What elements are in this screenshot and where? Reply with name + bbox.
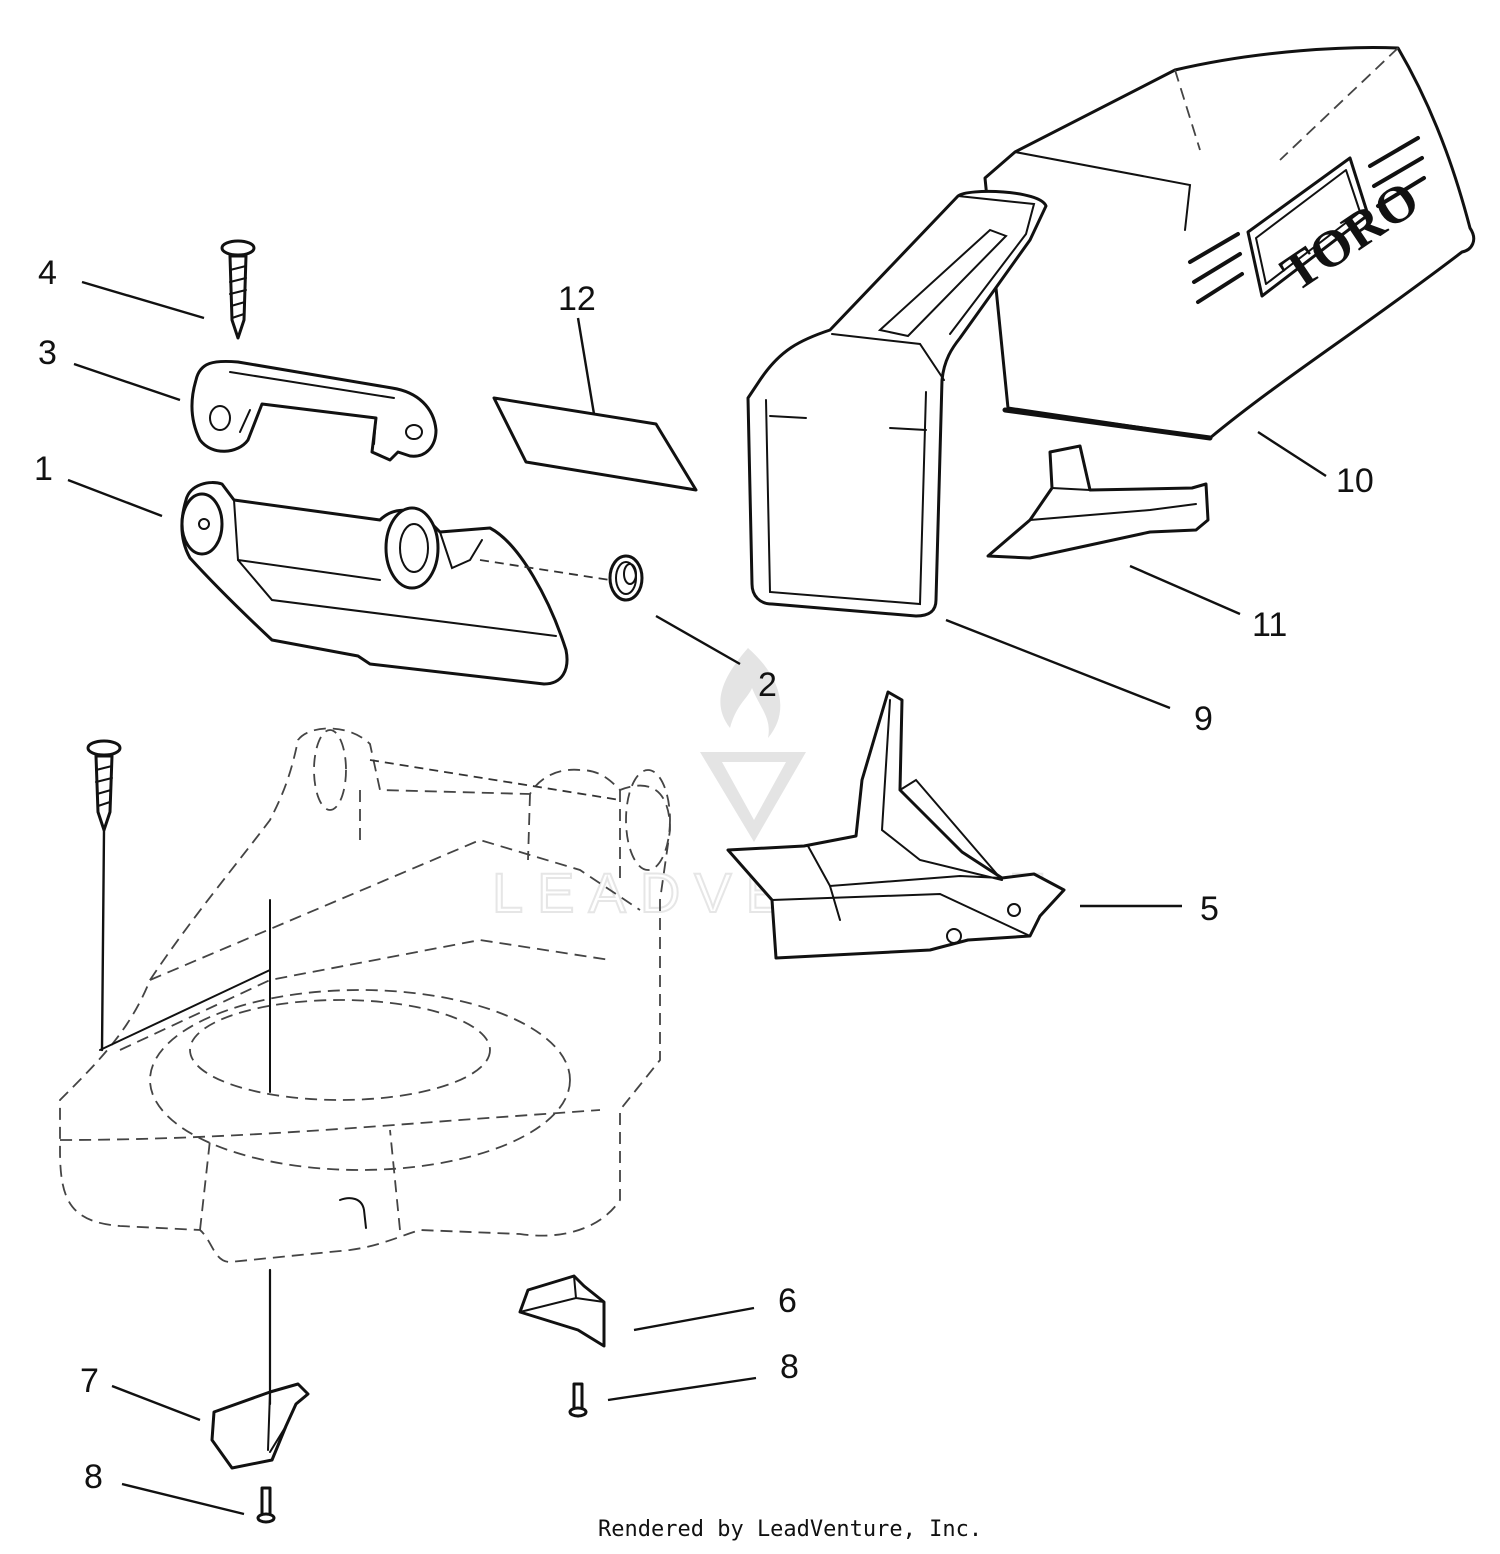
- footer-credit: Rendered by LeadVenture, Inc.: [598, 1517, 982, 1542]
- callout-9: 9: [1194, 700, 1213, 738]
- callout-12: 12: [558, 280, 596, 318]
- part-7-bracket: [210, 1268, 310, 1470]
- part-8-screw-a: [568, 1382, 588, 1418]
- part-9-bag-frame: [746, 189, 1048, 618]
- callout-11: 11: [1252, 606, 1287, 644]
- callout-1: 1: [34, 450, 53, 488]
- callout-labels: 4 3 1 12 2 10 11 9 5 6 8 7 8: [34, 254, 1374, 1496]
- deck-screw: [86, 739, 122, 1052]
- callout-8-upper: 8: [780, 1348, 799, 1386]
- part-4-screw: [220, 239, 256, 340]
- part-11-bag-bracket: [986, 444, 1210, 560]
- part-5-discharge-chute: [726, 690, 1066, 960]
- mower-deck-outline: [59, 727, 671, 1263]
- callout-3: 3: [38, 334, 57, 372]
- callout-4: 4: [38, 254, 57, 292]
- part-6-bracket: [518, 1274, 606, 1348]
- callout-6: 6: [778, 1282, 797, 1320]
- part-3-handle-bracket: [190, 359, 438, 462]
- part-2-spring: [479, 554, 644, 602]
- part-12-decal: [492, 396, 698, 492]
- callout-10: 10: [1336, 462, 1374, 500]
- callout-2: 2: [758, 666, 777, 704]
- part-10-grass-bag: TORO: [983, 46, 1476, 441]
- callout-5: 5: [1200, 890, 1219, 928]
- part-8-screw-b: [256, 1486, 276, 1524]
- callout-7: 7: [80, 1362, 99, 1400]
- leader-lines: [67, 280, 1327, 1516]
- callout-8-lower: 8: [84, 1458, 103, 1496]
- part-1-rear-door: [180, 481, 569, 686]
